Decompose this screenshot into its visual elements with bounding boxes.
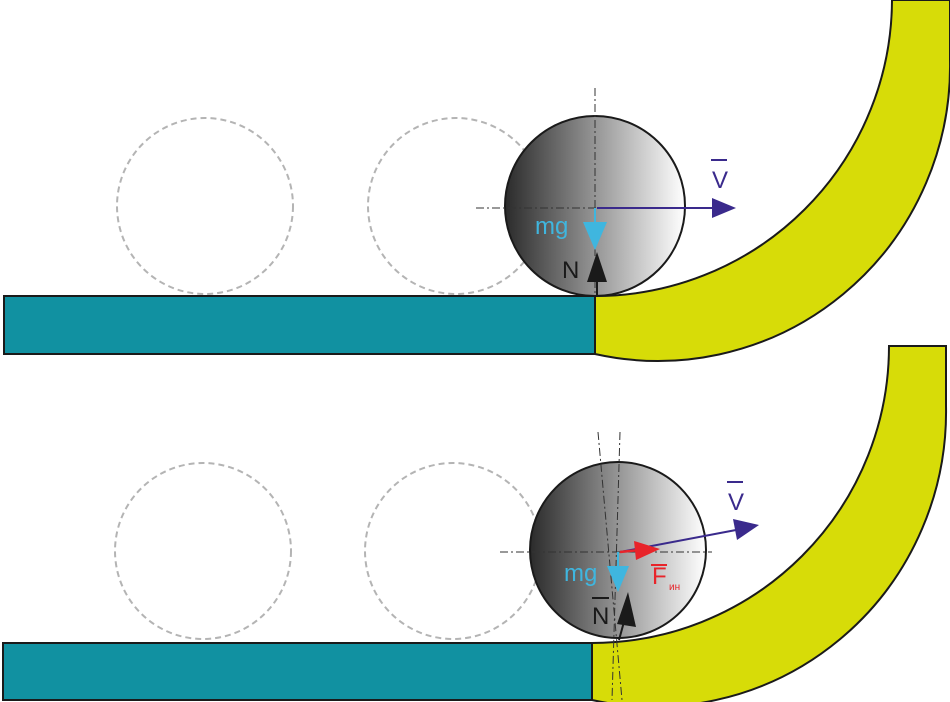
ball [529, 461, 707, 639]
ghost-ball-1 [114, 462, 292, 640]
gravity-label: mg [564, 560, 597, 587]
velocity-arrowhead [712, 198, 736, 218]
velocity-label: V [728, 489, 744, 516]
inertial-force-subscript: ин [669, 582, 680, 593]
gravity-label: mg [535, 213, 568, 240]
normal-label: N [562, 257, 579, 284]
floor-track [2, 642, 593, 701]
gravity-arrowhead [607, 566, 629, 592]
bottom-panel: V F ин mg N [2, 345, 948, 702]
ghost-ball-1 [116, 117, 294, 295]
normal-arrowhead [587, 252, 607, 282]
top-panel: V mg N [3, 0, 950, 362]
inertial-force-label: F [652, 563, 667, 590]
gravity-arrowhead [583, 222, 607, 250]
velocity-label: V [712, 167, 728, 194]
curved-ramp [591, 345, 948, 702]
inertial-force-arrowhead [634, 541, 660, 560]
normal-label: N [592, 603, 609, 630]
normal-arrowhead [617, 592, 636, 627]
velocity-arrowhead [733, 519, 759, 540]
floor-track [3, 295, 596, 355]
ghost-ball-2 [364, 462, 542, 640]
